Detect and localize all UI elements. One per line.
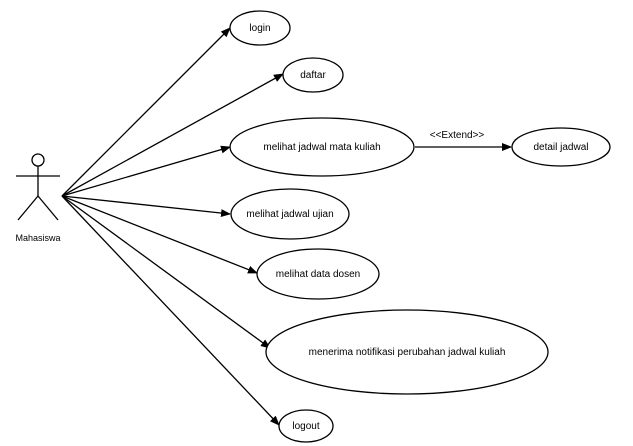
association-logout	[61, 195, 280, 426]
use-case-label: melihat jadwal mata kuliah	[263, 142, 380, 153]
use-case-label: menerima notifikasi perubahan jadwal kul…	[309, 347, 506, 358]
association-login	[61, 27, 231, 197]
use-case-label: logout	[292, 421, 319, 432]
associations	[61, 27, 284, 426]
stick-figure-icon	[16, 153, 60, 221]
use-case-label: daftar	[300, 70, 326, 81]
use-case-label: login	[249, 23, 270, 34]
use-case-label: detail jadwal	[533, 142, 588, 153]
association-jadwal-mata-kuliah	[61, 145, 231, 197]
use-case-notifikasi: menerima notifikasi perubahan jadwal kul…	[265, 309, 549, 395]
association-daftar	[61, 73, 284, 197]
extend-label: <<Extend>>	[430, 130, 485, 141]
use-case-label: melihat jadwal ujian	[246, 209, 333, 220]
association-jadwal-ujian	[61, 195, 231, 218]
use-case-label: melihat data dosen	[276, 269, 361, 280]
association-data-dosen	[61, 195, 258, 274]
use-case-jadwal-ujian: melihat jadwal ujian	[230, 188, 350, 240]
actor-label: Mahasiswa	[15, 233, 60, 243]
use-case-daftar: daftar	[282, 57, 344, 93]
use-case-logout: logout	[278, 409, 334, 443]
actor-mahasiswa: Mahasiswa	[15, 153, 61, 243]
association-notifikasi	[61, 195, 271, 349]
extend-relation: <<Extend>>	[415, 130, 512, 151]
use-case-jadwal-mata-kuliah: melihat jadwal mata kuliah	[229, 117, 415, 177]
use-case-data-dosen: melihat data dosen	[256, 248, 380, 300]
use-case-detail-jadwal: detail jadwal	[511, 127, 611, 167]
use-case-login: login	[229, 10, 291, 46]
